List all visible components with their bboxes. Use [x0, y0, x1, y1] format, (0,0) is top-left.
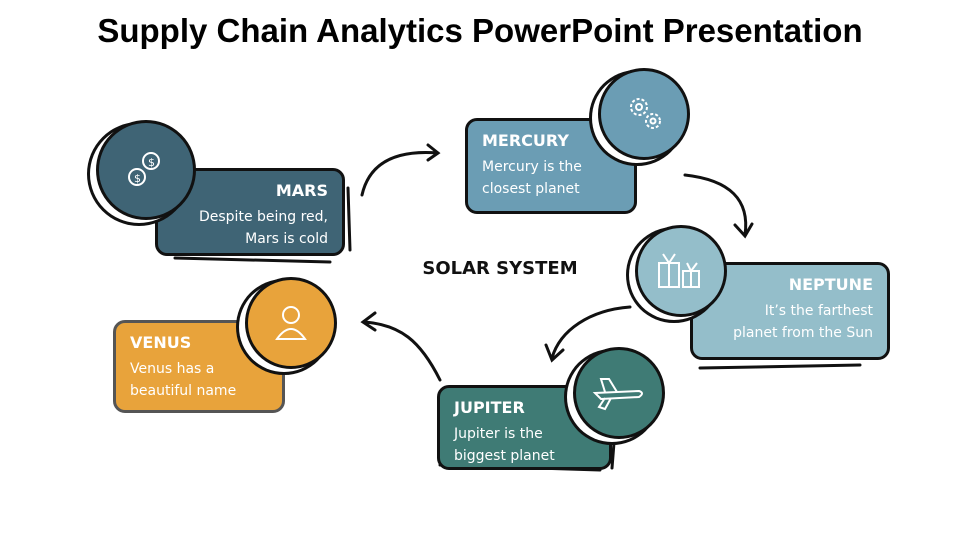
airplane-icon — [573, 347, 665, 439]
arrow-jupiter-venus — [360, 311, 442, 382]
card-jupiter: JUPITER Jupiter is the biggest planet — [437, 385, 612, 470]
card-title: VENUS — [130, 333, 192, 352]
person-icon — [245, 277, 337, 369]
arrow-mercury-neptune — [683, 173, 754, 239]
gears-icon — [598, 68, 690, 160]
card-title: MARS — [275, 181, 328, 200]
gifts-icon — [635, 225, 727, 317]
svg-text:$: $ — [134, 172, 141, 185]
card-text: Mercury is the closest planet — [482, 159, 582, 197]
svg-text:$: $ — [148, 156, 155, 169]
center-label: SOLAR SYSTEM — [422, 258, 578, 279]
coins-icon: $$ — [96, 120, 196, 220]
card-text: Venus has a beautiful name — [130, 361, 237, 399]
card-title: MERCURY — [482, 131, 569, 150]
card-title: JUPITER — [454, 398, 525, 417]
arrow-neptune-jupiter — [544, 305, 632, 363]
card-text: Despite being red, Mars is cold — [198, 209, 328, 247]
card-text: It’s the farthest planet from the Sun — [733, 303, 873, 341]
card-neptune: NEPTUNE It’s the farthest planet from th… — [690, 262, 890, 360]
arrow-mars-mercury — [360, 143, 441, 197]
slide-title: Supply Chain Analytics PowerPoint Presen… — [97, 12, 863, 49]
card-text: Jupiter is the biggest planet — [454, 426, 555, 464]
card-title: NEPTUNE — [788, 275, 873, 294]
